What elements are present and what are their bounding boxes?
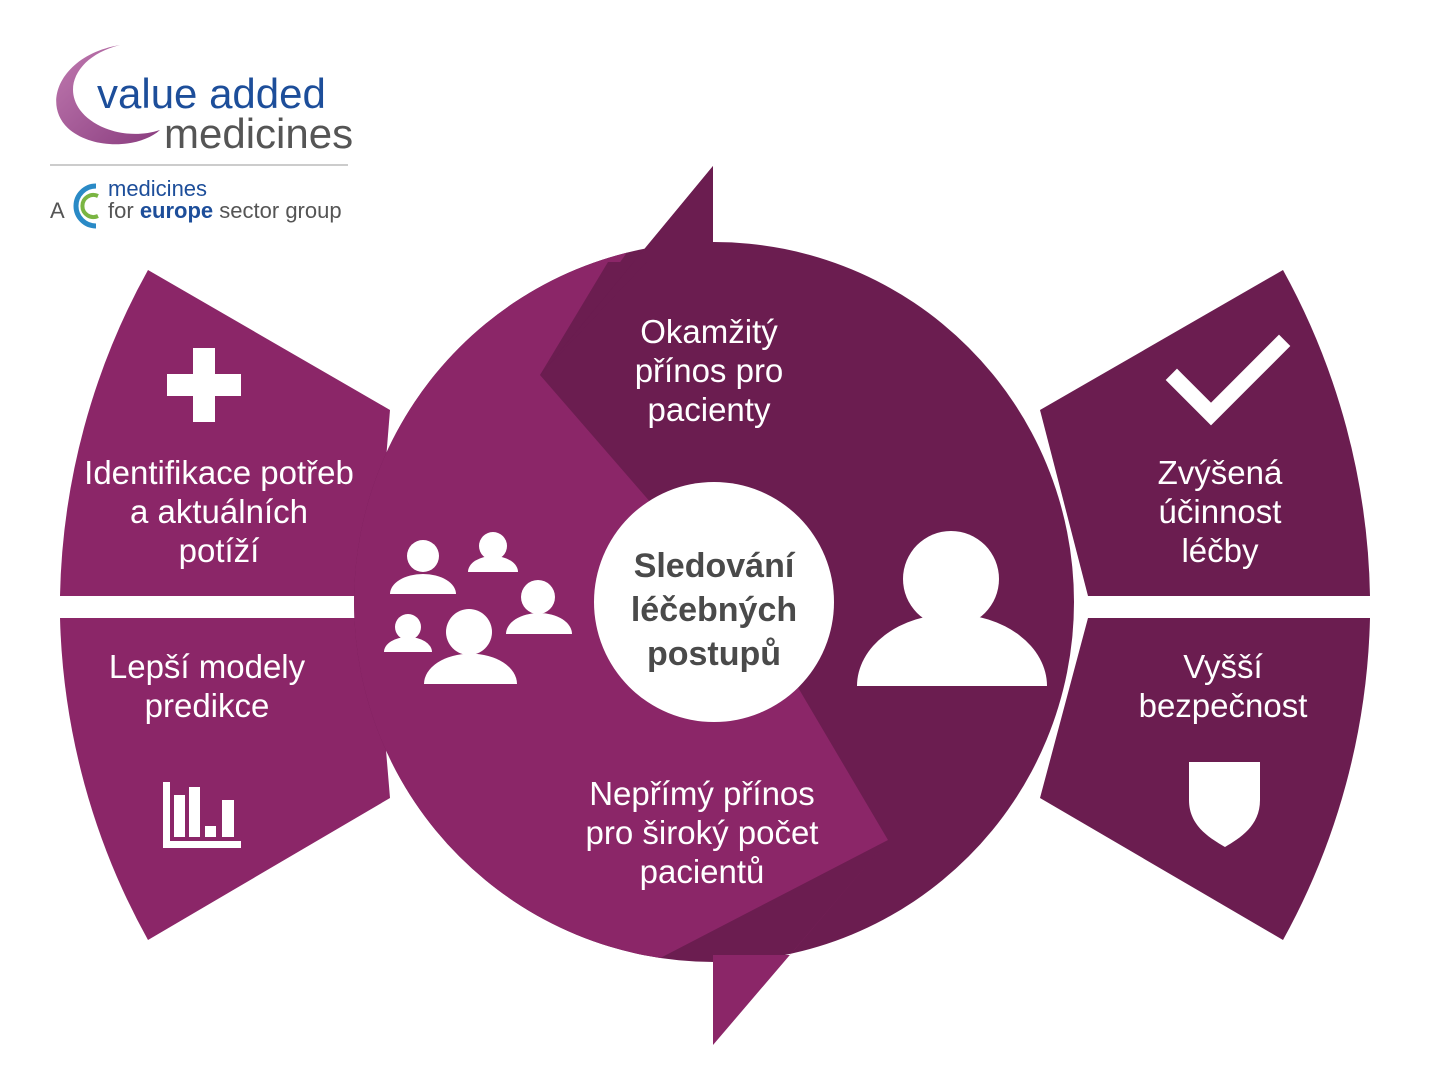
logo-sub-europe: europe xyxy=(140,198,213,223)
logo-line1: value added xyxy=(97,70,326,117)
right-bottom-label: Vyšší bezpečnost xyxy=(1139,648,1308,724)
right-top-label: Zvýšená účinnost léčby xyxy=(1158,454,1283,569)
logo-sub-rest: sector group xyxy=(219,198,341,223)
logo-line2: medicines xyxy=(164,110,353,157)
top-arrow-line3: pacienty xyxy=(648,391,771,428)
left-top-line3: potíží xyxy=(179,532,260,569)
center-label: Sledování léčebných postupů xyxy=(631,547,797,673)
logo: value added medicines A medicines for eu… xyxy=(50,45,353,229)
left-bottom-line2: predikce xyxy=(145,687,270,724)
center-line1: Sledování xyxy=(634,547,796,585)
logo-sub-prefix: A xyxy=(50,198,65,223)
left-top-segment xyxy=(60,270,390,596)
right-bottom-line1: Vyšší xyxy=(1183,648,1262,685)
right-top-line3: léčby xyxy=(1181,532,1259,569)
logo-swoosh xyxy=(56,45,160,145)
top-arrow-line1: Okamžitý xyxy=(640,313,778,350)
left-bottom-line1: Lepší modely xyxy=(109,648,306,685)
shield-icon xyxy=(1189,762,1260,847)
right-top-segment xyxy=(1040,270,1370,596)
left-top-label: Identifikace potřeb a aktuálních potíží xyxy=(84,454,354,569)
logo-sub-for: for xyxy=(108,198,134,223)
right-top-line2: účinnost xyxy=(1159,493,1282,530)
group-of-people-icon xyxy=(384,532,572,684)
left-top-line2: a aktuálních xyxy=(130,493,308,530)
checkmark-icon xyxy=(1165,334,1291,426)
bottom-arrow-line1: Nepřímý přínos xyxy=(589,775,815,812)
left-bottom-segment xyxy=(60,618,390,940)
right-wing xyxy=(1040,270,1370,940)
central-circle xyxy=(354,166,1074,1045)
logo-sub-line2: for europe sector group xyxy=(108,198,342,223)
plus-icon xyxy=(167,348,241,422)
top-arrow-line2: přínos pro xyxy=(635,352,784,389)
left-bottom-label: Lepší modely predikce xyxy=(109,648,306,724)
single-person-icon xyxy=(857,531,1047,686)
right-bottom-line2: bezpečnost xyxy=(1139,687,1308,724)
bottom-arrow-line3: pacientů xyxy=(640,853,765,890)
bottom-arrow-head xyxy=(713,840,888,1045)
left-wing xyxy=(60,270,390,940)
right-top-line1: Zvýšená xyxy=(1158,454,1283,491)
bottom-arrow-label: Nepřímý přínos pro široký počet pacientů xyxy=(586,775,819,890)
center-disc xyxy=(594,482,834,722)
left-top-line1: Identifikace potřeb xyxy=(84,454,354,491)
top-arrow-label: Okamžitý přínos pro pacienty xyxy=(635,313,784,428)
center-line3: postupů xyxy=(647,635,781,673)
medicines-for-europe-icon xyxy=(73,183,99,229)
center-line2: léčebných xyxy=(631,591,797,629)
logo-sub-line1: medicines xyxy=(108,176,207,201)
top-arrow-fill xyxy=(540,166,713,375)
bottom-arrow-line2: pro široký počet xyxy=(586,814,819,851)
bar-chart-icon xyxy=(163,782,241,848)
